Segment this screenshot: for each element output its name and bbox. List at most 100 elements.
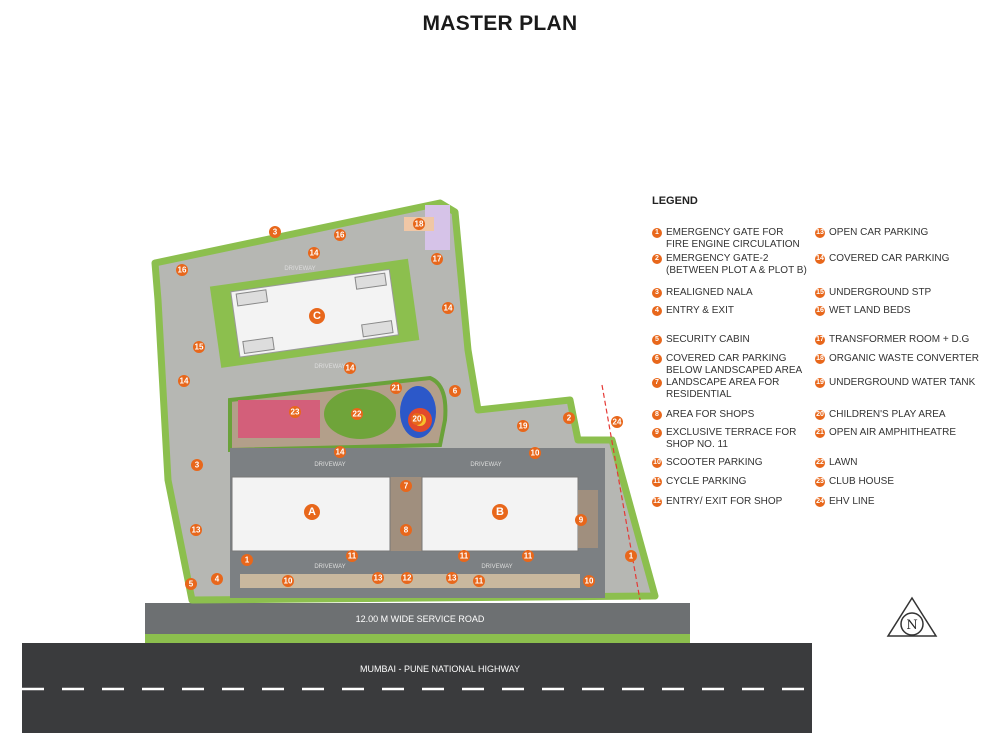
marker-dot: [289, 406, 301, 418]
marker-label: 13: [374, 574, 383, 583]
marker-dot: [449, 385, 461, 397]
marker-dot: [308, 247, 320, 259]
marker-dot: [191, 459, 203, 471]
marker-label: 14: [346, 364, 355, 373]
marker-dot: [492, 504, 508, 520]
marker-label: 1: [245, 556, 250, 565]
legend-text: COVERED CAR PARKING: [829, 253, 950, 264]
marker-dot: [390, 382, 402, 394]
legend-text: REALIGNED NALA: [666, 287, 753, 298]
marker-label: 11: [460, 552, 469, 561]
marker-label: 3: [273, 228, 278, 237]
marker-label: 3: [195, 461, 200, 470]
north-label: N: [906, 618, 917, 633]
legend-text: LAWN: [829, 457, 858, 468]
marker-label: 5: [189, 580, 194, 589]
service-road: [145, 603, 690, 634]
ehv-line: [601, 384, 641, 601]
legend-number: 12: [652, 497, 662, 507]
legend-number: 4: [652, 306, 662, 316]
marker-dot: [442, 302, 454, 314]
marker-dot: [517, 420, 529, 432]
marker-dot: [625, 550, 637, 562]
marker-dot: [431, 253, 443, 265]
marker-label: B: [496, 506, 504, 518]
driveway-label: DRIVEWAY: [314, 462, 345, 468]
legend-number: 2: [652, 254, 662, 264]
marker-label: 20: [413, 415, 422, 424]
marker-dot: [522, 550, 534, 562]
club-house: [238, 400, 320, 438]
marker-label: 11: [524, 552, 533, 561]
legend-number: 17: [815, 335, 825, 345]
legend-heading: LEGEND: [652, 195, 698, 207]
legend-text: OPEN CAR PARKING: [829, 227, 929, 238]
legend-number: 21: [815, 428, 825, 438]
marker-label: 11: [348, 552, 357, 561]
marker-label: 2: [567, 414, 572, 423]
legend-item: 14 COVERED CAR PARKING: [815, 253, 949, 265]
marker-label: 6: [453, 387, 458, 396]
legend-text: EHV LINE: [829, 496, 875, 507]
legend-number: 19: [815, 378, 825, 388]
marker-label: 12: [403, 574, 412, 583]
marker-dot: [304, 504, 320, 520]
legend-text: SCOOTER PARKING: [666, 457, 763, 468]
legend-number: 7: [652, 378, 662, 388]
marker-dot: [344, 362, 356, 374]
legend-text: EMERGENCY GATE-2 (BETWEEN PLOT A & PLOT …: [666, 253, 807, 276]
marker-label: 14: [310, 249, 319, 258]
legend-text: TRANSFORMER ROOM + D.G: [829, 334, 970, 345]
legend-item: 2 EMERGENCY GATE-2 (BETWEEN PLOT A & PLOT…: [652, 253, 807, 277]
legend-text: EXCLUSIVE TERRACE FOR SHOP NO. 11: [666, 427, 797, 450]
marker-dot: [178, 375, 190, 387]
marker-dot: [446, 572, 458, 584]
marker-dot: [334, 229, 346, 241]
legend-number: 14: [815, 254, 825, 264]
marker-label: 7: [404, 482, 409, 491]
marker-dot: [458, 550, 470, 562]
legend-text: COVERED CAR PARKING BELOW LANDSCAPED ARE…: [666, 353, 803, 376]
marker-label: 14: [444, 304, 453, 313]
marker-dot: [190, 524, 202, 536]
marker-label: 10: [284, 577, 293, 586]
driveway-label: DRIVEWAY: [481, 564, 512, 570]
marker-label: 10: [531, 449, 540, 458]
legend-text: CYCLE PARKING: [666, 476, 747, 487]
marker-label: 19: [519, 422, 528, 431]
legend-number: 5: [652, 335, 662, 345]
legend-text: SECURITY CABIN: [666, 334, 750, 345]
marker-label: 15: [195, 343, 204, 352]
marker-label: 14: [180, 377, 189, 386]
legend-number: 16: [815, 306, 825, 316]
marker-dot: [269, 226, 281, 238]
marker-label: 22: [353, 410, 362, 419]
service-road-label: 12.00 M WIDE SERVICE ROAD: [356, 614, 485, 624]
page-title: MASTER PLAN: [422, 12, 578, 35]
legend-text: CHILDREN'S PLAY AREA: [829, 409, 946, 420]
marker-dot: [473, 575, 485, 587]
legend-number: 1: [652, 228, 662, 238]
marker-dot: [413, 218, 425, 230]
legend-number: 10: [652, 458, 662, 468]
driveway-label: DRIVEWAY: [470, 462, 501, 468]
legend-number: 20: [815, 410, 825, 420]
legend-number: 18: [815, 354, 825, 364]
marker-dot: [176, 264, 188, 276]
marker-label: C: [313, 310, 321, 322]
legend-number: 24: [815, 497, 825, 507]
marker-label: 21: [392, 384, 401, 393]
marker-dot: [411, 413, 423, 425]
marker-label: 16: [178, 266, 187, 275]
